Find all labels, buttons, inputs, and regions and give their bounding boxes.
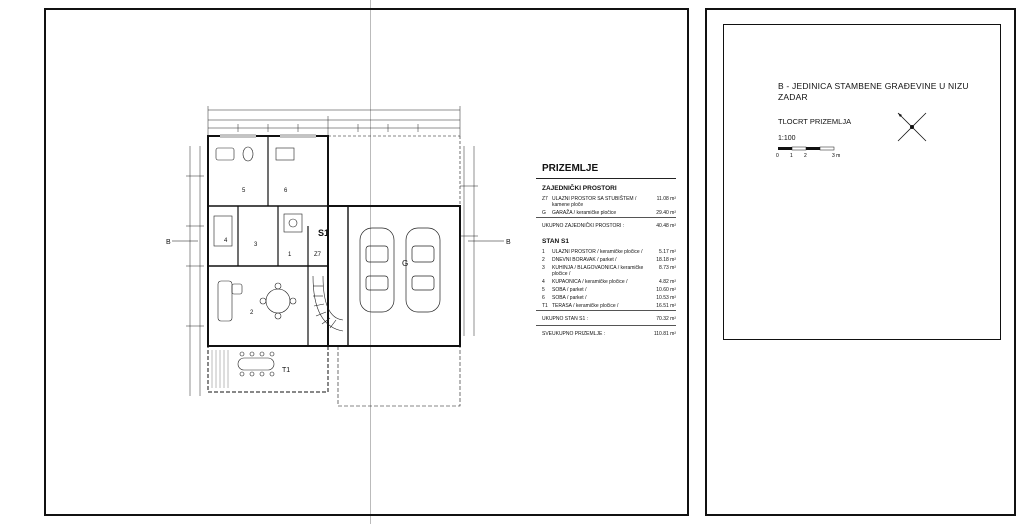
drawing-subtitle: TLOCRT PRIZEMLJA [778,117,852,126]
row-label: SOBA / parket / [552,286,587,293]
row-area: 10.53 m² [656,294,676,301]
project-title: B - JEDINICA STAMBENE GRAĐEVINE U NIZU Z… [778,81,969,102]
scale-label-2: 2 [804,153,807,159]
drawing-sheet [44,8,689,516]
legend-row: G GARAŽA / keramičke pločice 29.40 m² [536,209,676,217]
common-total-value: 40.48 m² [656,222,676,229]
row-code: 3 [542,264,545,271]
room-label-5: 5 [242,188,246,194]
row-area: 10.60 m² [656,286,676,293]
row-label: SOBA / parket / [552,294,587,301]
floor-plan: B B S1 G T1 Z7 1 2 3 4 5 6 [166,106,511,407]
scale-label-0: 0 [776,153,779,159]
terrace-hatch [211,350,229,388]
unit-title: STAN S1 [542,237,569,245]
legend-row: 6 SOBA / parket / 10.53 m² [536,294,676,302]
common-areas-title: ZAJEDNIČKI PROSTORI [542,185,617,192]
scale-label-3: 3 m [832,153,840,159]
section-label-left: B [166,239,171,246]
scale-bar: 0 1 2 3 m [776,146,840,159]
grand-total-row: SVEUKUPNO PRIZEMLJE : 110.81 m² [536,324,676,340]
legend-row: Z7 ULAZNI PROSTOR SA STUBIŠTEM / kamene … [536,195,676,209]
room-label-1: 1 [288,252,292,258]
legend-row: 3 KUHINJA / BLAGOVAONICA / keramičke plo… [536,264,676,278]
terrace-label: T1 [282,367,290,374]
title-block: B - JEDINICA STAMBENE GRAĐEVINE U NIZU Z… [723,24,1001,340]
dimension-lines [186,106,478,396]
walls [207,134,461,407]
legend-row: 1 ULAZNI PROSTOR / keramičke pločice / 5… [536,248,676,256]
row-code: 5 [542,286,545,293]
legend-row: 5 SOBA / parket / 10.60 m² [536,286,676,294]
row-label: GARAŽA / keramičke pločice [552,209,617,216]
legend-row: T1 TERASA / keramičke pločice / 16.51 m² [536,302,676,310]
row-code: 4 [542,278,545,285]
legend-row: 4 KUPAONICA / keramičke pločice / 4.82 m… [536,278,676,286]
row-area: 11.08 m² [656,195,676,202]
fixtures [213,146,303,247]
room-label-3: 3 [254,242,258,248]
row-label: KUHINJA / BLAGOVAONICA / keramičke ploči… [552,264,644,277]
row-code: 6 [542,294,545,301]
common-total-label: UKUPNO ZAJEDNIČKI PROSTORI : [542,222,625,229]
row-area: 18.18 m² [656,256,676,263]
unit-label: S1 [318,228,329,238]
unit-total-value: 70.32 m² [656,315,676,322]
scale-label-1: 1 [790,153,793,159]
row-label: ULAZNI PROSTOR SA STUBIŠTEM / kamene plo… [552,195,637,208]
row-label: TERASA / keramičke pločice / [552,302,619,309]
terrace-table [237,351,275,377]
room-label-6: 6 [284,188,288,194]
north-arrow-icon [897,112,927,142]
row-area: 29.40 m² [656,209,676,216]
unit-total-row: UKUPNO STAN S1 : 70.32 m² [536,309,676,325]
legend-title: PRIZEMLJE [536,160,676,179]
row-area: 16.51 m² [656,302,676,309]
row-code: 2 [542,256,545,263]
garage-label: G [402,259,408,268]
row-code: 1 [542,248,545,255]
legend-row: 2 DNEVNI BORAVAK / parket / 18.18 m² [536,256,676,264]
row-area: 4.82 m² [659,278,676,285]
entry-label: Z7 [314,252,322,258]
unit-total-label: UKUPNO STAN S1 : [542,315,589,322]
row-area: 5.17 m² [659,248,676,255]
section-label-right: B [506,239,511,246]
staircase [312,275,344,332]
living-furniture [217,280,297,322]
grand-total-value: 110.81 m² [653,330,676,337]
row-label: KUPAONICA / keramičke pločice / [552,278,628,285]
drawing-scale: 1:100 [778,135,796,142]
row-label: ULAZNI PROSTOR / keramičke pločice / [552,248,643,255]
row-area: 8.73 m² [659,264,676,271]
area-legend: PRIZEMLJE ZAJEDNIČKI PROSTORI Z7 ULAZNI … [536,160,676,340]
room-label-4: 4 [224,238,228,244]
garage-cars [359,227,441,313]
room-label-2: 2 [250,310,254,316]
grand-total-label: SVEUKUPNO PRIZEMLJE : [542,330,606,337]
common-total-row: UKUPNO ZAJEDNIČKI PROSTORI : 40.48 m² [536,216,676,232]
row-code: T1 [542,302,548,309]
row-code: Z7 [542,195,548,202]
row-label: DNEVNI BORAVAK / parket / [552,256,617,263]
title-sheet: B - JEDINICA STAMBENE GRAĐEVINE U NIZU Z… [705,8,1016,516]
row-code: G [542,209,546,216]
